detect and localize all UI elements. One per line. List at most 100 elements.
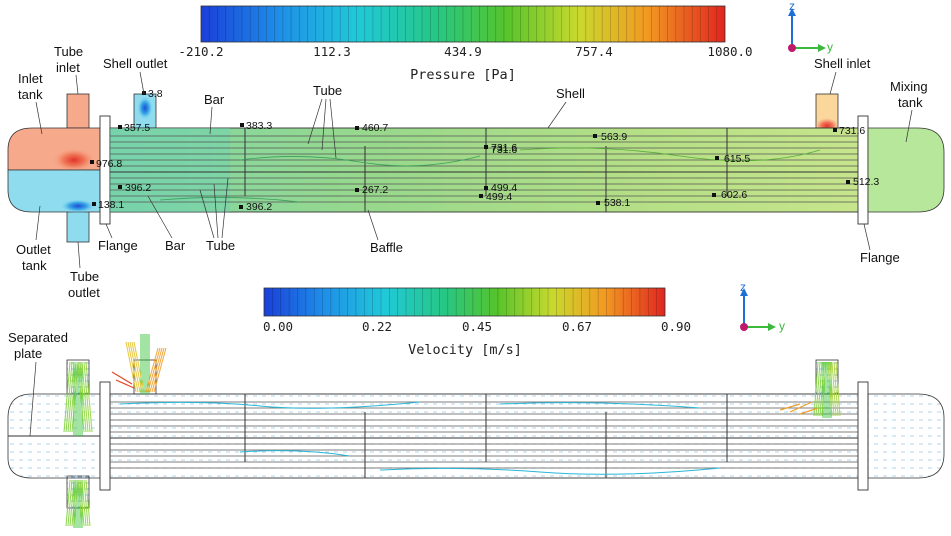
velocity-jet-arrow xyxy=(79,479,85,527)
pressure-legend-title: Pressure [Pa] xyxy=(410,67,516,83)
velocity-jet-arrow xyxy=(833,361,839,417)
probe-value: 460.7 xyxy=(362,122,388,134)
velocity-jet-arrow xyxy=(65,361,73,433)
label-flange-left: Flange xyxy=(98,238,138,253)
probe-marker xyxy=(90,160,94,164)
probe-value: 731.6 xyxy=(491,144,517,156)
z-arrowhead-icon xyxy=(788,8,796,16)
leader-mixing-tank xyxy=(905,109,913,143)
probe-value: 499.4 xyxy=(491,182,517,194)
mixing-tank-region xyxy=(867,127,945,213)
shell-outlet-jet xyxy=(137,96,153,120)
label-outlet-tank-2: tank xyxy=(22,258,47,273)
axis-triad-top: z y xyxy=(788,0,833,54)
pressure-contour-2 xyxy=(519,147,821,162)
label-tube-inlet-1: Tube xyxy=(54,44,83,59)
probe-marker xyxy=(118,185,122,189)
probe-marker xyxy=(715,156,719,160)
velocity-jets xyxy=(63,334,841,528)
mixing-tank-region xyxy=(867,393,945,479)
velocity-jet-arrow xyxy=(153,347,167,393)
label-inlet-tank-2: tank xyxy=(18,87,43,102)
velocity-tick-1: 0.22 xyxy=(362,319,392,334)
velocity-jet-arrow xyxy=(813,361,819,417)
velocity-jet-arrow xyxy=(125,341,137,393)
velocity-jet-arrow xyxy=(835,361,841,417)
velocity-tick-0: 0.00 xyxy=(263,319,293,334)
velocity-jet-arrow xyxy=(81,479,87,527)
velocity-streak xyxy=(239,450,351,457)
tube-outlet-nozzle xyxy=(66,209,90,243)
label-bar-bottom: Bar xyxy=(165,238,186,253)
outlet-tank-coldspot xyxy=(60,199,96,213)
label-separated-plate-1: Separated xyxy=(8,330,68,345)
probe-marker xyxy=(118,125,122,129)
z-axis-label: z xyxy=(740,280,746,294)
probe-marker xyxy=(484,186,488,190)
pressure-tick-1: 112.3 xyxy=(313,44,351,59)
shell-outlet-splash xyxy=(111,371,135,389)
velocity-jet-arrow xyxy=(129,341,141,393)
leader-tube-bottom-1 xyxy=(199,189,215,239)
velocity-jet-arrow xyxy=(73,479,79,527)
velocity-tube-bundle xyxy=(110,401,858,469)
axis-triad-bottom: z y xyxy=(740,280,785,333)
y-axis-label: y xyxy=(779,319,785,333)
pressure-tick-2: 434.9 xyxy=(444,44,482,59)
velocity-jet-arrow xyxy=(67,479,73,527)
label-tube-inlet-2: inlet xyxy=(56,60,80,75)
velocity-jet-arrow xyxy=(67,361,75,433)
leader-shell-outlet xyxy=(139,71,145,95)
velocity-tick-2: 0.45 xyxy=(462,319,492,334)
velocity-streak xyxy=(379,467,721,475)
probe-marker xyxy=(355,188,359,192)
pressure-probes: 3.8 357.5 383.3 460.7 563.9 731.6 731.6 … xyxy=(90,88,879,213)
velocity-jet-arrow xyxy=(149,347,163,393)
velocity-jet-arrow xyxy=(65,479,71,527)
velocity-jet-arrow xyxy=(821,361,827,417)
label-tube-bottom: Tube xyxy=(206,238,235,253)
probe-marker xyxy=(712,193,716,197)
velocity-jet-arrow xyxy=(71,479,77,527)
label-tube-outlet-1: Tube xyxy=(70,269,99,284)
label-baffle: Baffle xyxy=(370,240,403,255)
pressure-tick-3: 757.4 xyxy=(575,44,613,59)
probe-marker xyxy=(846,180,850,184)
probe-value: 396.2 xyxy=(125,182,151,194)
probe-marker xyxy=(484,145,488,149)
y-axis-label: y xyxy=(827,40,833,54)
leader-tube-inlet xyxy=(75,74,79,95)
velocity-jet-arrow xyxy=(127,341,139,393)
label-mixing-tank-2: tank xyxy=(898,95,923,110)
leader-shell xyxy=(547,101,567,129)
label-tube-outlet-2: outlet xyxy=(68,285,100,300)
probe-marker xyxy=(240,123,244,127)
leader-tube-top-2 xyxy=(321,98,327,151)
probe-value: 602.6 xyxy=(721,189,747,201)
velocity-jet-arrow xyxy=(71,361,79,433)
velocity-jet-arrow xyxy=(831,361,837,417)
leader-tube-bottom-3 xyxy=(221,177,229,239)
velocity-exchanger: Separated plate xyxy=(7,330,945,528)
pressure-exchanger: 3.8 357.5 383.3 460.7 563.9 731.6 731.6 … xyxy=(7,44,945,300)
label-shell-outlet: Shell outlet xyxy=(103,56,168,71)
probe-value: 538.1 xyxy=(604,197,630,209)
y-arrowhead-icon xyxy=(818,44,826,52)
leader-tube-bottom-2 xyxy=(213,183,219,239)
velocity-jet-arrow xyxy=(819,361,825,417)
velocity-jet-arrow xyxy=(147,347,161,393)
velocity-jet-arrow xyxy=(145,347,159,393)
velocity-streak xyxy=(119,401,421,409)
probe-value: 396.2 xyxy=(246,201,272,213)
label-separated-plate-2: plate xyxy=(14,346,42,361)
x-axis-dot-icon xyxy=(740,323,748,331)
pressure-colorbar-gradient xyxy=(200,5,726,43)
leader-flange-left xyxy=(105,223,113,239)
probe-marker xyxy=(92,202,96,206)
shell-inlet-splash xyxy=(779,401,819,415)
velocity-jet-arrow xyxy=(79,361,87,433)
label-tube-top: Tube xyxy=(313,83,342,98)
probe-marker xyxy=(239,205,243,209)
probe-value: 563.9 xyxy=(601,131,627,143)
